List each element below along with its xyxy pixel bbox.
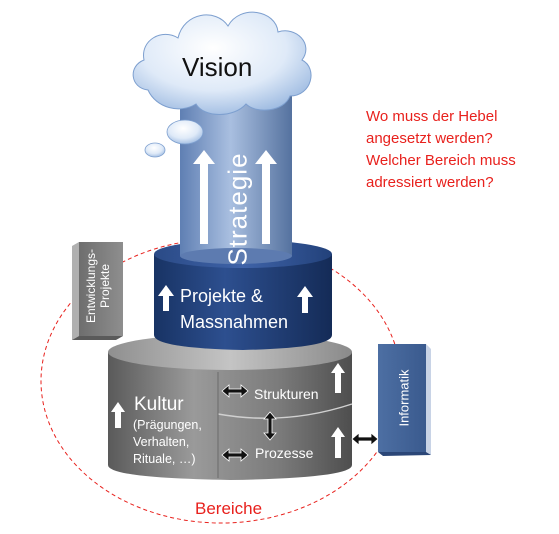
prozesse-up-arrow xyxy=(331,427,345,458)
question-line-1: Wo muss der Hebel xyxy=(366,108,498,125)
entwicklungs-projekte-label: Entwicklungs- Projekte xyxy=(84,249,112,323)
kultur-detail-3: Rituale, …) xyxy=(133,452,196,466)
projekte-line-1: Projekte & xyxy=(180,286,264,306)
vision-cloud xyxy=(132,11,312,115)
informatik-label: Informatik xyxy=(396,369,412,427)
entwicklungs-line-1: Entwicklungs- xyxy=(84,248,98,324)
entwicklungs-projekte-book xyxy=(72,242,123,340)
entwicklungs-line-2: Projekte xyxy=(98,263,112,309)
question-line-3: Welcher Bereich muss xyxy=(366,152,516,169)
projekte-massnahmen-label: Projekte & Massnahmen xyxy=(180,283,288,335)
strukturen-label: Strukturen xyxy=(254,386,319,402)
bereiche-label: Bereiche xyxy=(195,499,263,518)
strategie-label: Strategie xyxy=(222,152,253,266)
question-line-2: angesetzt werden? xyxy=(366,130,493,147)
question-text: Wo muss der Hebel angesetzt werden? Welc… xyxy=(366,106,516,194)
kultur-detail-1: (Prägungen, xyxy=(133,418,202,432)
projekte-line-2: Massnahmen xyxy=(180,312,289,332)
kultur-label: Kultur xyxy=(134,394,184,415)
informatik-book xyxy=(378,344,431,456)
prozesse-label: Prozesse xyxy=(255,445,314,461)
thought-bubbles xyxy=(144,119,204,158)
strategie-pillar xyxy=(180,96,292,264)
strategie-arrows xyxy=(193,150,277,244)
kultur-details: (Prägungen, Verhalten, Rituale, …) xyxy=(133,417,202,468)
vision-label: Vision xyxy=(182,52,253,82)
strukturen-up-arrow xyxy=(331,363,345,393)
kultur-up-arrow xyxy=(111,402,125,428)
kultur-detail-2: Verhalten, xyxy=(133,435,190,449)
projekte-arrows xyxy=(158,285,313,313)
double-arrows xyxy=(221,384,379,462)
question-line-4: adressiert werden? xyxy=(366,174,494,191)
